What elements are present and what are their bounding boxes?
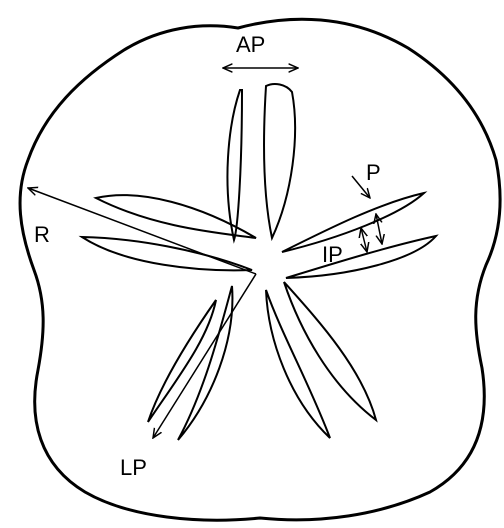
petal-anterior xyxy=(227,84,295,240)
label-ip: IP xyxy=(322,242,343,267)
petal-right-upper xyxy=(282,193,436,278)
test-outline xyxy=(20,19,500,520)
label-r: R xyxy=(34,222,50,247)
lp-line xyxy=(153,274,256,438)
petal-left-lower xyxy=(148,286,232,440)
label-ap: AP xyxy=(236,32,265,57)
label-lp: LP xyxy=(120,455,147,480)
petal-left-upper xyxy=(82,195,256,270)
petal-right-lower xyxy=(266,282,376,438)
label-p: P xyxy=(366,160,381,185)
